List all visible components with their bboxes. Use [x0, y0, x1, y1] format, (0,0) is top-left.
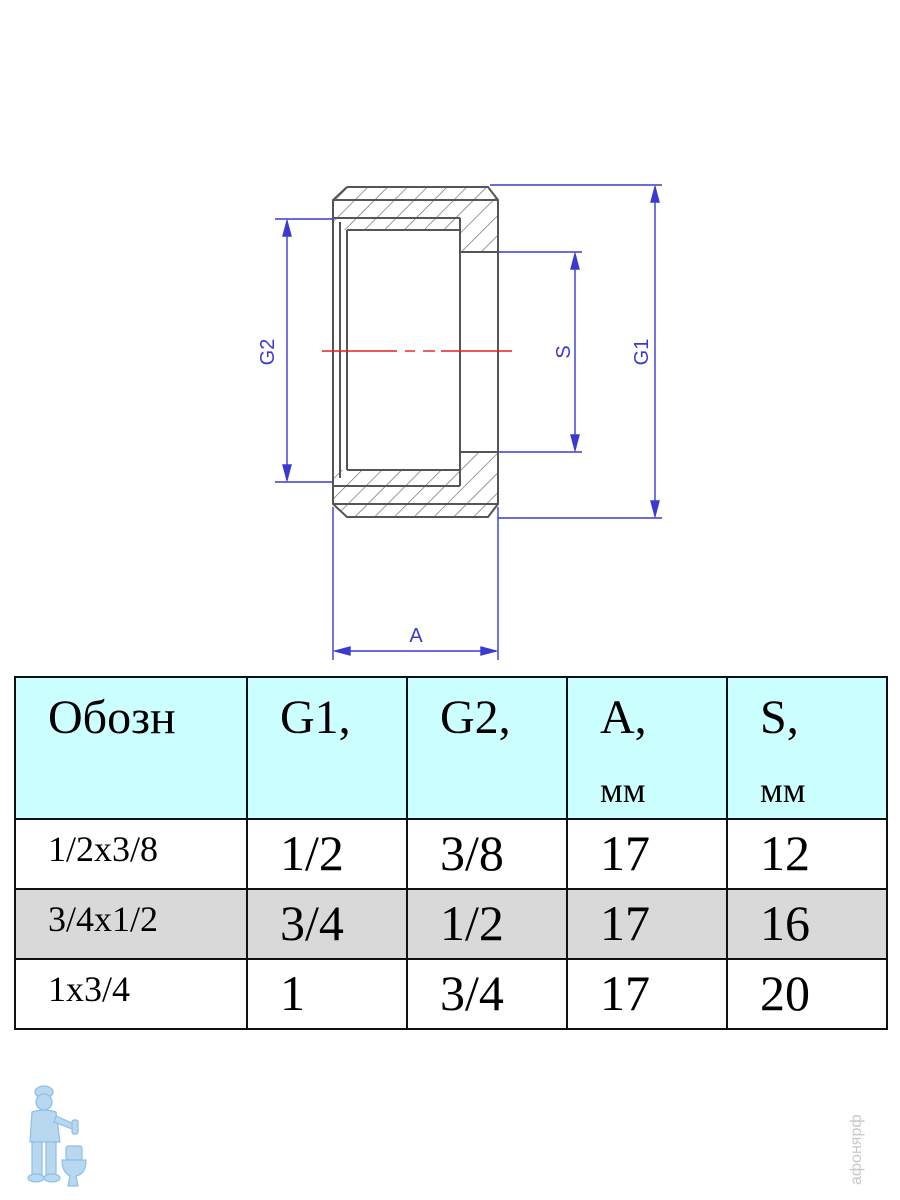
header-label: G1,	[280, 691, 351, 744]
header-unit: мм	[760, 770, 806, 810]
cell-g1: 3/4	[246, 888, 408, 960]
label-g1: G1	[631, 339, 653, 366]
fitting-drawing: G2 S G1 A	[257, 184, 662, 660]
header-g2: G2,	[406, 676, 568, 820]
table-row: 1/2x3/8 1/2 3/8 17 12	[14, 818, 888, 890]
table-row: 1x3/4 1 3/4 17 20	[14, 958, 888, 1030]
cell-a: 17	[566, 888, 728, 960]
header-designation: Обозн	[14, 676, 248, 820]
section-hatching	[333, 187, 498, 517]
header-a: A, мм	[566, 676, 728, 820]
cell-s: 16	[726, 888, 888, 960]
watermark: афонярф	[848, 1114, 865, 1185]
header-label: S,	[760, 691, 799, 744]
fitting-outline	[332, 186, 499, 518]
cell-designation: 1x3/4	[14, 958, 248, 1030]
spec-table: Обозн G1, G2, A, мм S, мм 1/2x3/8 1/2 3/…	[14, 676, 888, 1030]
cell-a: 17	[566, 818, 728, 890]
header-unit: мм	[600, 770, 646, 810]
header-label: G2,	[440, 691, 511, 744]
label-s: S	[553, 345, 575, 358]
header-s: S, мм	[726, 676, 888, 820]
label-g2: G2	[257, 339, 279, 366]
cell-g1: 1	[246, 958, 408, 1030]
table-row: 3/4x1/2 3/4 1/2 17 16	[14, 888, 888, 960]
header-g1: G1,	[246, 676, 408, 820]
dimension-lines	[275, 184, 662, 660]
cell-designation: 3/4x1/2	[14, 888, 248, 960]
cell-g2: 1/2	[406, 888, 568, 960]
cell-g2: 3/4	[406, 958, 568, 1030]
header-label: Обозн	[48, 691, 176, 744]
cell-s: 20	[726, 958, 888, 1030]
cell-s: 12	[726, 818, 888, 890]
cell-designation: 1/2x3/8	[14, 818, 248, 890]
label-a: A	[409, 625, 423, 647]
cell-a: 17	[566, 958, 728, 1030]
cell-g1: 1/2	[246, 818, 408, 890]
header-label: A,	[600, 691, 647, 744]
plumber-icon	[27, 1085, 87, 1187]
table-header-row: Обозн G1, G2, A, мм S, мм	[14, 676, 888, 820]
cell-g2: 3/8	[406, 818, 568, 890]
